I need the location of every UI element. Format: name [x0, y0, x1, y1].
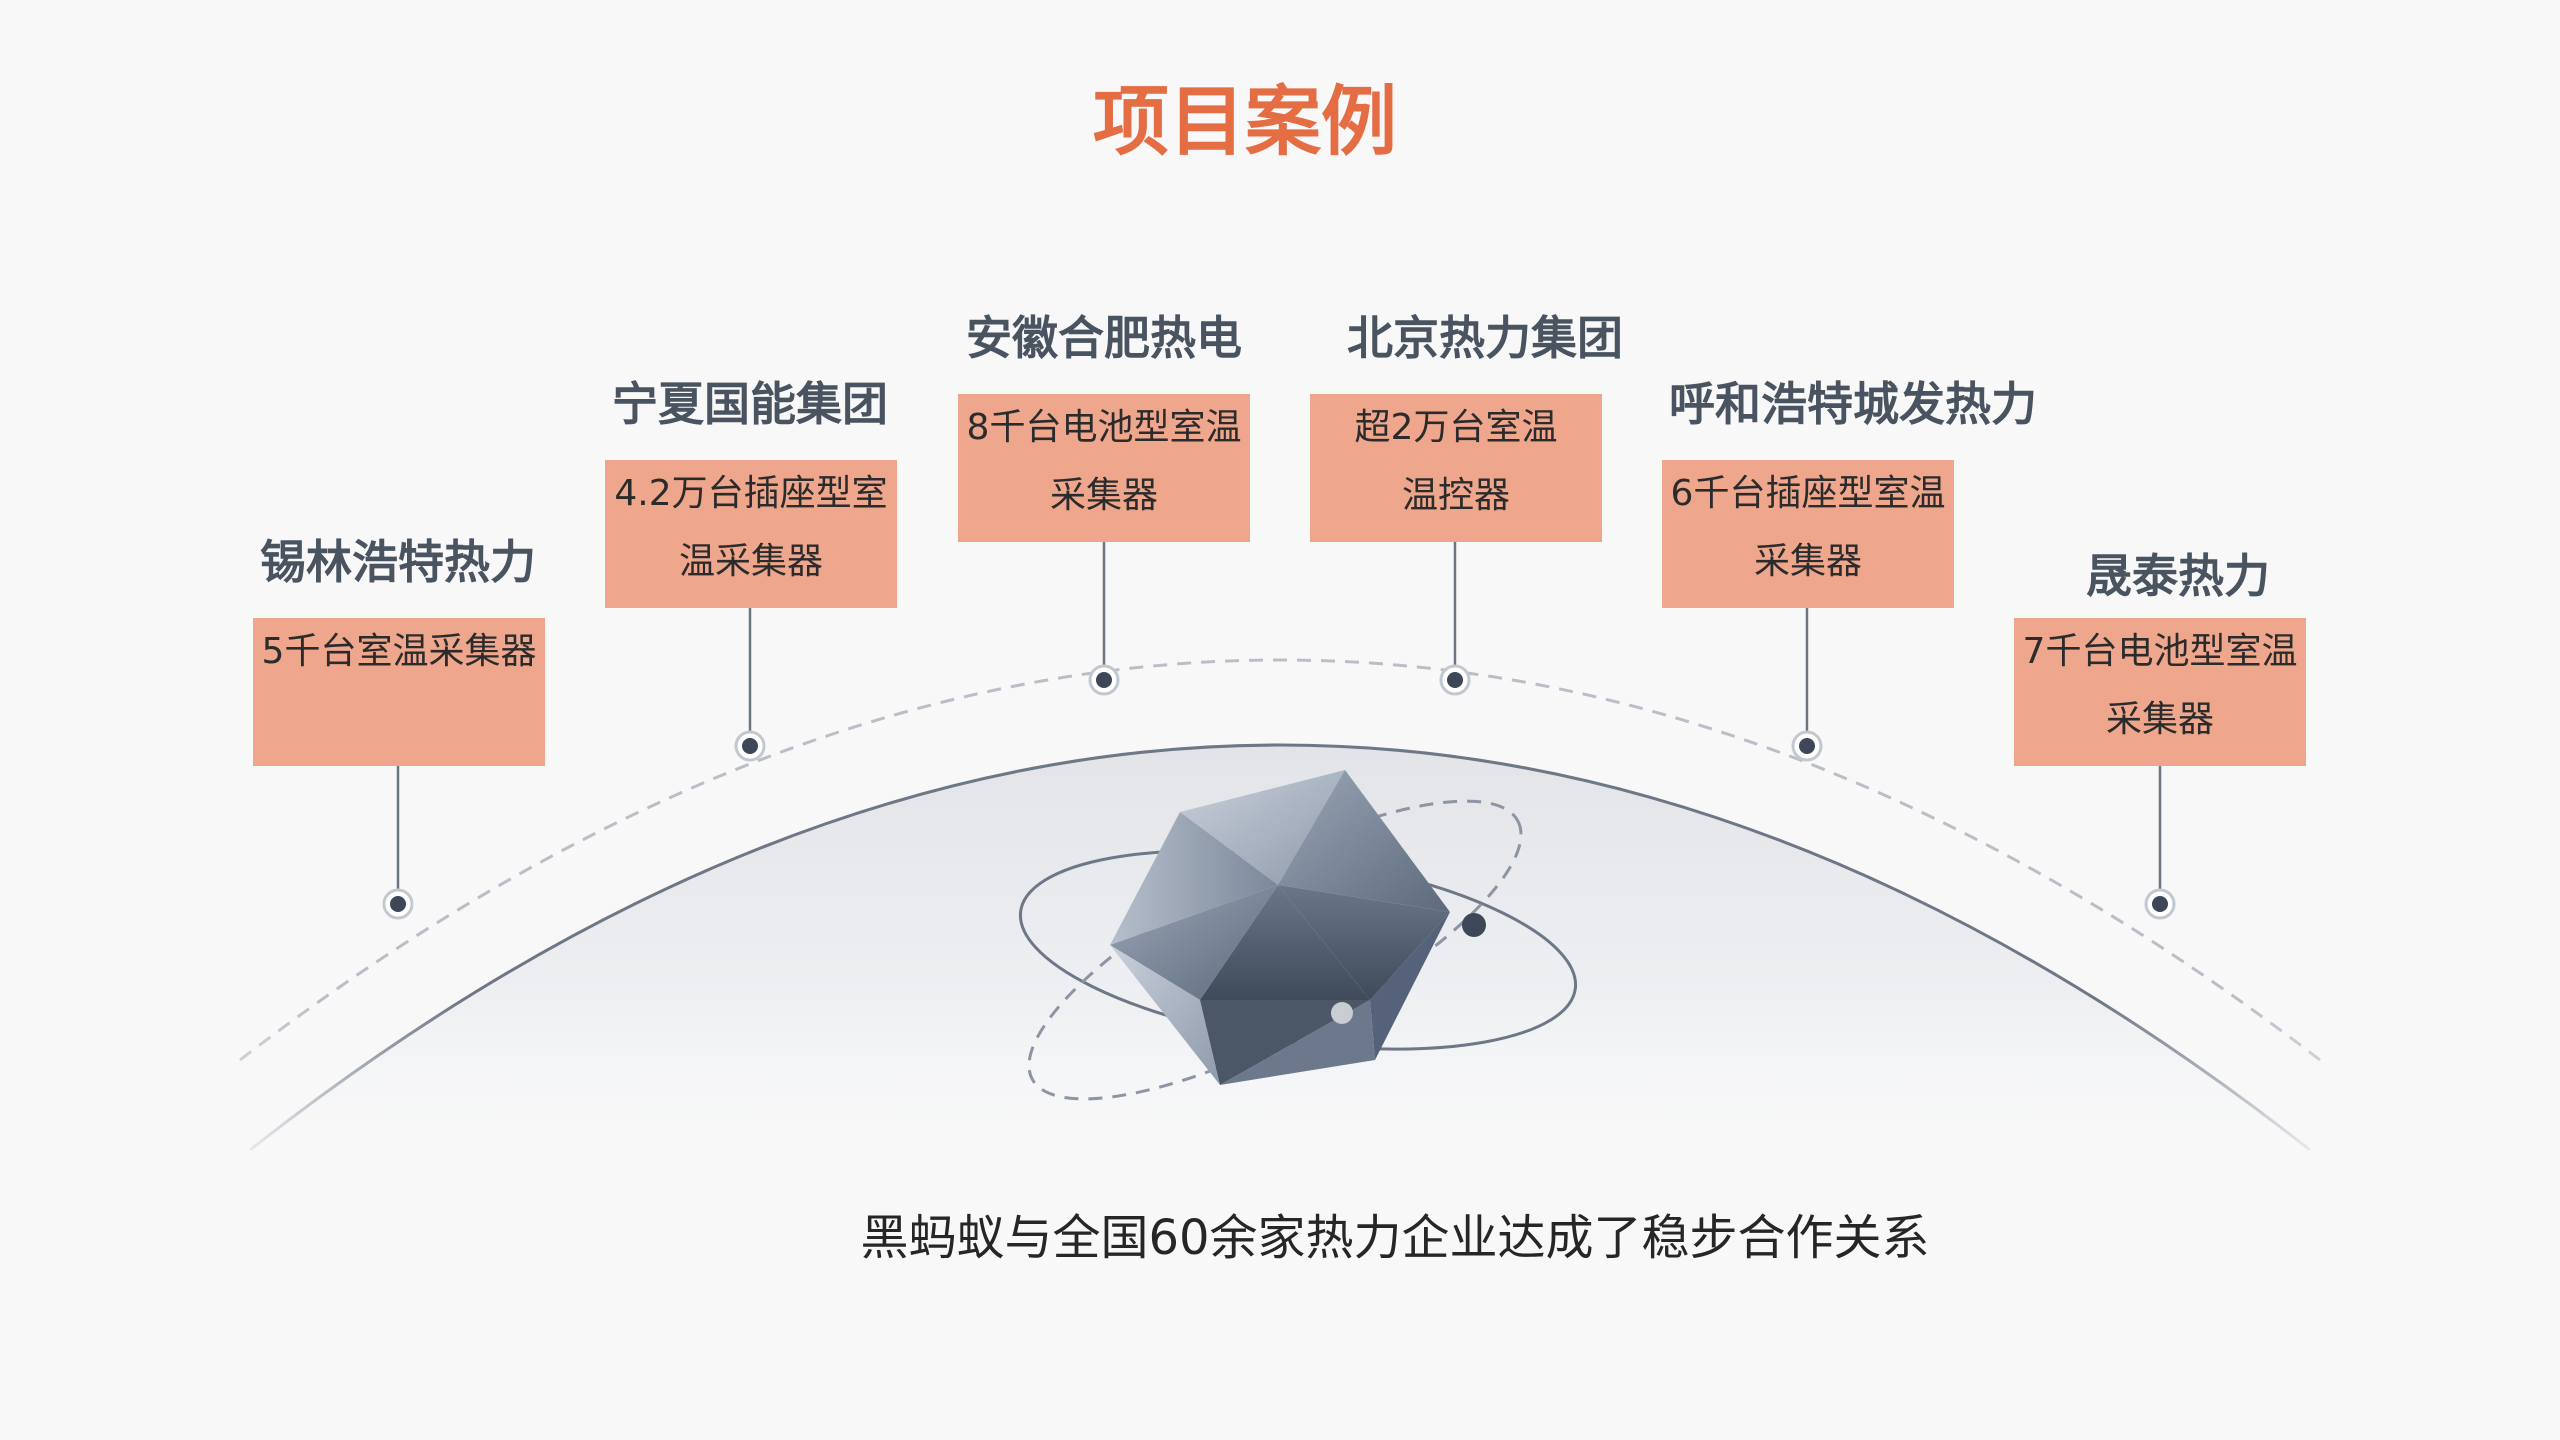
case-box-line: 采集器	[1753, 541, 1862, 582]
case-name: 呼和浩特城发热力	[1669, 377, 2037, 431]
connectors	[396, 540, 2162, 904]
globe-outline	[249, 743, 2311, 1152]
case-box-line: 4.2万台插座型室	[614, 473, 888, 514]
footer-caption: 黑蚂蚁与全国60余家热力企业达成了稳步合作关系	[860, 1210, 1930, 1266]
case-name: 锡林浩特热力	[260, 535, 536, 589]
case-box-line: 8千台电池型室温	[966, 407, 1242, 448]
case-box-line: 7千台电池型室温	[2022, 631, 2298, 672]
case-name: 北京热力集团	[1347, 311, 1623, 365]
case-box: 4.2万台插座型室 温采集器	[605, 460, 897, 608]
case-box: 5千台室温采集器	[253, 618, 545, 766]
case-name: 安徽合肥热电	[966, 311, 1242, 365]
dashed-orbit-arc	[239, 658, 2321, 1062]
icosahedron-orbit-icon	[1018, 770, 1578, 1101]
case-box-line: 温控器	[1401, 475, 1510, 516]
case-box: 超2万台室温 温控器	[1310, 394, 1602, 542]
case-name: 晟泰热力	[2086, 549, 2270, 603]
case-box-line: 6千台插座型室温	[1670, 473, 1946, 514]
case-box-line: 温采集器	[678, 541, 823, 582]
case-box-line: 5千台室温采集器	[261, 631, 537, 672]
page-title: 项目案例	[1093, 77, 1397, 166]
connector-dots	[382, 664, 2176, 920]
case-box-line: 采集器	[2105, 699, 2214, 740]
case-box: 6千台插座型室温 采集器	[1662, 460, 1954, 608]
case-name: 宁夏国能集团	[612, 377, 888, 431]
case-box: 7千台电池型室温 采集器	[2014, 618, 2306, 766]
case-box-line: 采集器	[1049, 475, 1158, 516]
case-box: 8千台电池型室温 采集器	[958, 394, 1250, 542]
case-box-line: 超2万台室温	[1354, 407, 1558, 448]
